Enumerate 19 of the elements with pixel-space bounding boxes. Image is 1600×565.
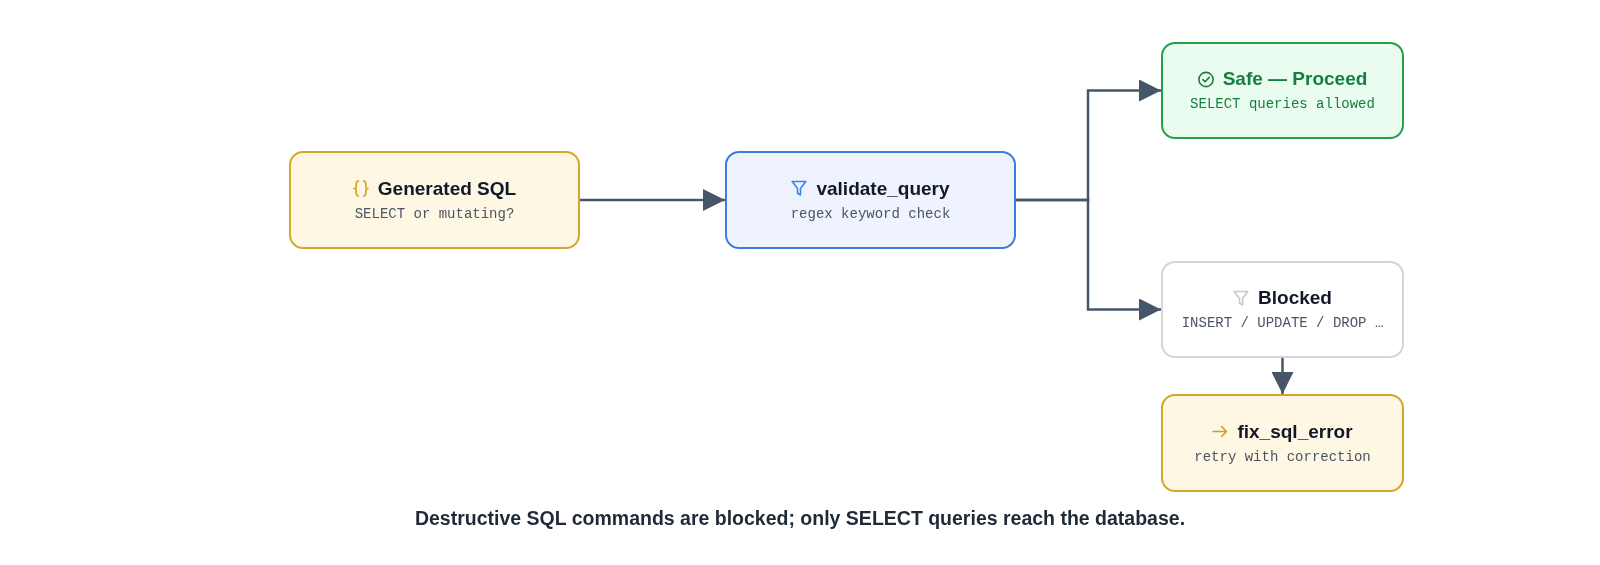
node-title: validate_query (816, 177, 950, 200)
arrow (580, 189, 725, 211)
node-description: SELECT or mutating? (354, 204, 515, 223)
arrow (1016, 198, 1161, 321)
process-box (1161, 394, 1404, 492)
node-title: Blocked (1258, 287, 1332, 309)
node-title: Generated SQL (377, 177, 517, 200)
node-description: SELECT queries allowed (1190, 95, 1375, 113)
node-title: Safe — Proceed (1222, 68, 1368, 90)
arrow (1271, 358, 1294, 394)
process-box (1161, 261, 1404, 358)
node-description: INSERT / UPDATE / DROP … (1181, 314, 1384, 332)
node-description: regex keyword check (790, 204, 951, 223)
process-box (1161, 42, 1404, 139)
node-description: retry with correction (1194, 447, 1371, 466)
node-title: fix_sql_error (1237, 420, 1353, 443)
caption: Destructive SQL commands are blocked; only SELECT queries reach the database. (414, 506, 1186, 530)
process-box (289, 151, 580, 249)
process-box (725, 151, 1016, 249)
